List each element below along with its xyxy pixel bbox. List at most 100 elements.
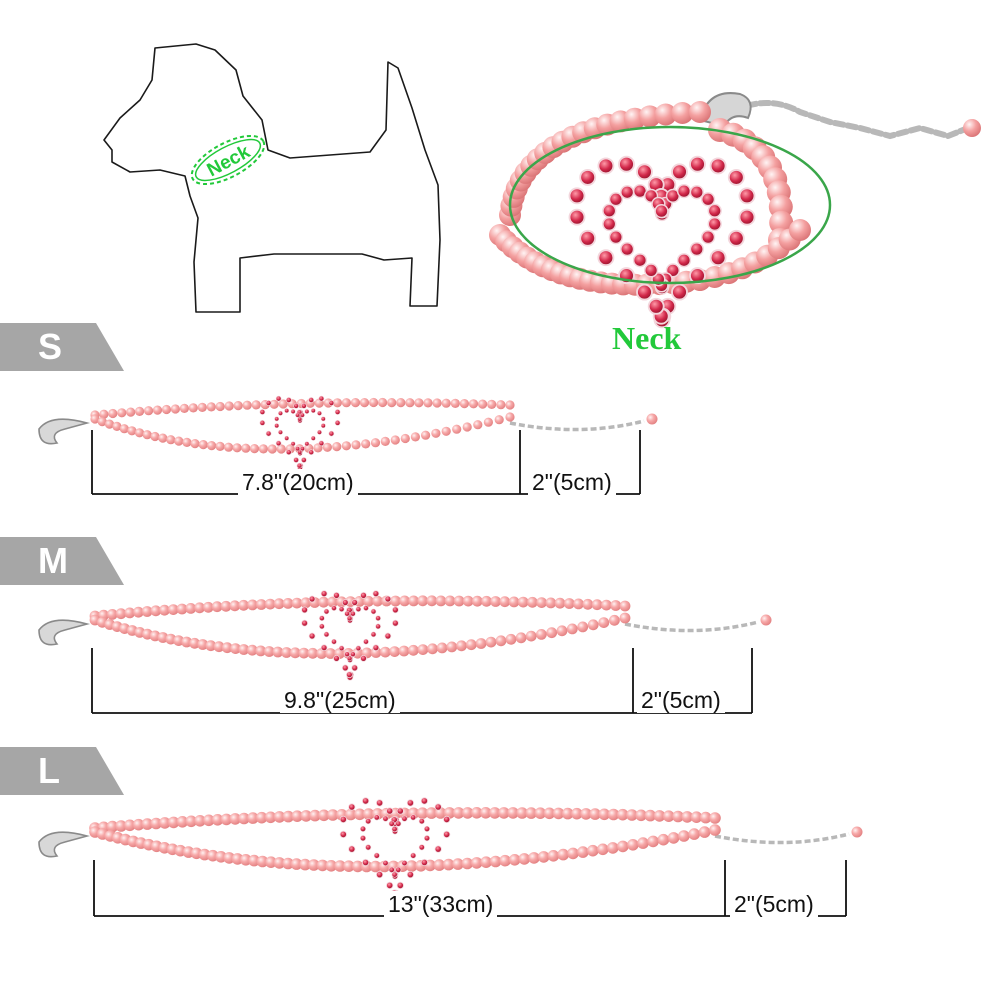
rhinestone [295, 446, 301, 452]
dog-silhouette [103, 43, 441, 313]
photo-pearl [769, 210, 794, 235]
photo-pearl [638, 105, 661, 128]
pearl [353, 808, 366, 821]
pearl [258, 444, 268, 454]
pearl [580, 808, 592, 820]
rhinestone [351, 664, 359, 672]
pearl [452, 858, 464, 870]
pearl [106, 609, 118, 620]
dog-outline-illustration: Neck [103, 43, 441, 313]
pearl [450, 398, 460, 408]
rhinestone [308, 595, 316, 603]
size-tab-l: L [0, 747, 124, 795]
pearl [289, 647, 301, 659]
pearl [425, 807, 438, 819]
rhinestone [319, 615, 325, 622]
rhinestone [301, 606, 308, 614]
pearl [423, 398, 433, 408]
pearl [452, 424, 462, 434]
pearl [607, 808, 620, 821]
rhinestone [365, 818, 372, 825]
rhinestone [738, 208, 756, 226]
pearl [499, 854, 511, 867]
pearl [473, 420, 483, 430]
rhinestone [334, 409, 341, 415]
pearl [468, 399, 479, 409]
pearl [359, 398, 370, 408]
heart-pendant [259, 395, 341, 471]
pearl [124, 819, 136, 832]
pearl [699, 811, 712, 824]
pearl [610, 600, 622, 611]
pearl [282, 598, 294, 609]
pearl [598, 617, 610, 628]
size-tab-bg [0, 747, 124, 795]
rhinestone [275, 395, 282, 402]
pearl [589, 808, 601, 820]
rhinestone [328, 400, 335, 406]
pearl [400, 433, 410, 444]
rhinestone [320, 423, 326, 429]
pearl [709, 812, 721, 824]
rhinestone [317, 429, 322, 435]
pearl [369, 860, 382, 873]
pearl [372, 595, 383, 607]
rhinestone [333, 655, 340, 662]
pearl [370, 647, 382, 658]
pearl [112, 421, 122, 431]
pearl [536, 597, 547, 608]
rhinestone [297, 449, 303, 455]
lobster-clasp [38, 619, 91, 646]
pearl [159, 817, 171, 829]
rhinestone [671, 163, 688, 181]
pearl [150, 431, 160, 442]
pearl [142, 430, 152, 440]
pearl [563, 598, 575, 609]
pearl [399, 595, 410, 607]
rhinestone [382, 860, 389, 867]
pearl [298, 647, 310, 659]
pearl [390, 435, 400, 445]
rhinestone [395, 820, 402, 827]
pearl [267, 444, 277, 454]
pearl [571, 807, 583, 820]
pearl [505, 400, 515, 410]
extension-chain [509, 419, 645, 432]
rhinestone [689, 241, 704, 257]
rhinestone [365, 844, 372, 851]
pearl [619, 600, 631, 612]
photo-end-bead [963, 119, 981, 137]
pearl [414, 398, 424, 408]
rhinestone [384, 595, 392, 603]
pearl [300, 810, 312, 822]
pearl [327, 809, 339, 821]
rhinestone [709, 249, 727, 267]
pearl [202, 601, 214, 613]
rhinestone [317, 410, 322, 416]
pearl [380, 436, 390, 446]
pearl [461, 857, 474, 870]
rhinestone [401, 815, 408, 822]
pearl [433, 859, 446, 871]
pearl [369, 397, 379, 408]
pearl [104, 419, 115, 429]
rhinestone [632, 253, 648, 268]
pearl [453, 595, 465, 607]
pearl [152, 405, 163, 415]
dog-neck-marker [190, 134, 266, 186]
pearl [609, 614, 620, 626]
rhinestone [338, 645, 345, 652]
rhinestone [410, 852, 417, 859]
pearl [241, 443, 251, 453]
pearl [444, 595, 456, 607]
rhinestone [579, 229, 597, 247]
pearl [525, 807, 537, 819]
pearl [577, 846, 589, 858]
rhinestone [275, 440, 282, 447]
pearl [408, 644, 419, 656]
rhinestone [278, 410, 283, 416]
rhinestone [346, 655, 353, 662]
pearl [264, 598, 276, 610]
rhinestone [350, 651, 356, 658]
pearl [657, 833, 670, 846]
